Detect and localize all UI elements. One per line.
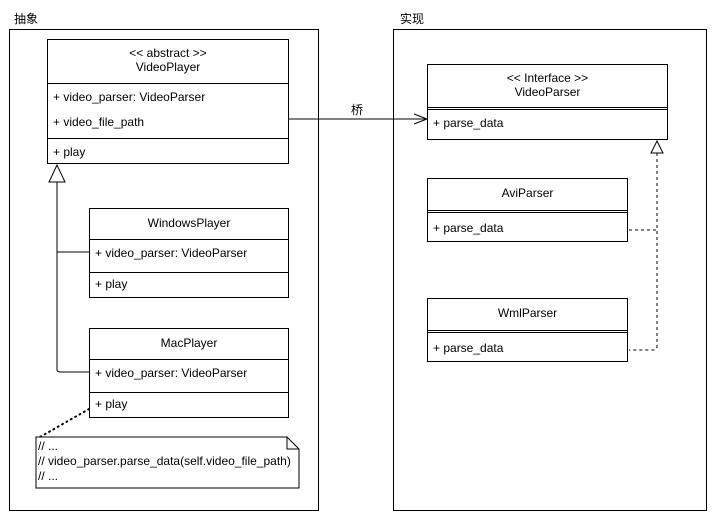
realization-line — [629, 153, 658, 351]
class-video-parser[interactable]: << Interface >> VideoParser + parse_data — [427, 64, 668, 140]
class-name: WmlParser — [497, 306, 558, 320]
method: + parse_data — [433, 116, 504, 130]
class-windows-player[interactable]: WindowsPlayer + video_parser: VideoParse… — [89, 208, 289, 298]
class-video-player[interactable]: << abstract >> VideoPlayer + video_parse… — [47, 39, 289, 164]
note-line: // ... — [38, 469, 59, 483]
method: + parse_data — [433, 341, 504, 355]
method: + play — [95, 277, 128, 291]
attribute: + video_parser: VideoParser — [95, 246, 248, 260]
class-name: VideoParser — [514, 85, 581, 99]
class-name: VideoPlayer — [135, 60, 201, 74]
note-fold — [286, 437, 299, 450]
attribute: + video_file_path — [53, 115, 145, 129]
method-section: + play — [48, 139, 288, 163]
class-wml-parser[interactable]: WmlParser + parse_data — [427, 298, 628, 362]
class-stereotype: << Interface >> — [506, 71, 589, 85]
class-name: AviParser — [501, 186, 554, 200]
class-name: MacPlayer — [160, 336, 218, 350]
implementation-frame-title: 实现 — [400, 12, 425, 26]
class-name: WindowsPlayer — [147, 216, 231, 230]
note-line: // video_parser.parse_data(self.video_fi… — [38, 454, 291, 468]
attribute: + video_parser: VideoParser — [95, 366, 248, 380]
attribute: + video_parser: VideoParser — [53, 90, 206, 104]
realization-arrowhead — [650, 139, 664, 154]
class-header: AviParser — [428, 179, 627, 213]
class-header: << Interface >> VideoParser — [428, 65, 667, 110]
abstraction-frame-title: 抽象 — [14, 12, 39, 26]
method: + play — [95, 397, 128, 411]
method-section: + play — [90, 273, 288, 297]
class-avi-parser[interactable]: AviParser + parse_data — [427, 178, 628, 242]
class-header: MacPlayer — [90, 329, 288, 360]
method-section: + play — [90, 393, 288, 417]
class-mac-player[interactable]: MacPlayer + video_parser: VideoParser + … — [89, 328, 289, 418]
note-line: // ... — [38, 439, 59, 453]
method: + play — [53, 145, 86, 159]
method-section: + parse_data — [428, 213, 627, 241]
note-anchor-line — [39, 408, 90, 438]
class-header: << abstract >> VideoPlayer — [48, 40, 288, 84]
note-shape — [35, 436, 300, 489]
bridge-label: 桥 — [351, 103, 364, 117]
attribute-section: + video_parser: VideoParser + video_file… — [48, 84, 288, 139]
class-stereotype: << abstract >> — [129, 46, 207, 60]
method-section: + parse_data — [428, 110, 667, 136]
inheritance-arrowhead — [48, 163, 66, 183]
method: + parse_data — [433, 221, 504, 235]
method-section: + parse_data — [428, 333, 627, 361]
attribute-section: + video_parser: VideoParser — [90, 240, 288, 273]
class-header: WindowsPlayer — [90, 209, 288, 240]
attribute-section: + video_parser: VideoParser — [90, 360, 288, 393]
class-header: WmlParser — [428, 299, 627, 333]
code-note: // ... // video_parser.parse_data(self.v… — [36, 437, 299, 488]
inheritance-branch-mac — [56, 369, 89, 373]
